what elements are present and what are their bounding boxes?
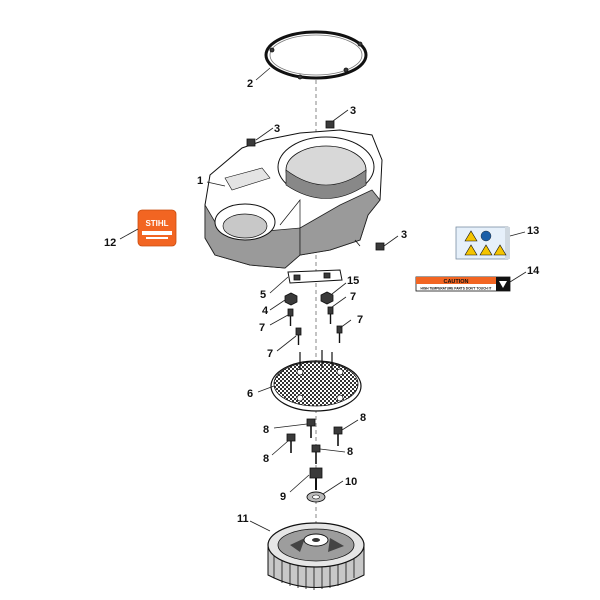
part-stud-7d xyxy=(336,325,343,343)
callout-7c: 7 xyxy=(357,314,363,326)
callout-5: 5 xyxy=(260,289,266,301)
callout-10: 10 xyxy=(345,476,357,488)
callout-15: 15 xyxy=(347,275,359,287)
part-screw-3a xyxy=(246,138,256,147)
callout-3b: 3 xyxy=(350,105,356,117)
part-bolt-8c xyxy=(286,433,296,453)
callout-11: 11 xyxy=(237,513,249,525)
part-bracket xyxy=(287,269,343,284)
callout-7b: 7 xyxy=(259,322,265,334)
callout-2: 2 xyxy=(247,78,253,90)
callout-12: 12 xyxy=(104,237,116,249)
callout-1: 1 xyxy=(197,175,203,187)
callout-13: 13 xyxy=(527,225,539,237)
callout-8c: 8 xyxy=(263,453,269,465)
callout-8b: 8 xyxy=(360,412,366,424)
callout-7d: 7 xyxy=(267,348,273,360)
callout-4: 4 xyxy=(262,305,269,317)
part-nut-4 xyxy=(284,292,298,306)
part-stud-7a xyxy=(287,308,294,326)
part-bolt-8a xyxy=(306,418,316,438)
part-bolt-8b xyxy=(333,426,343,446)
part-stud-7c xyxy=(295,327,302,345)
callout-14: 14 xyxy=(527,265,540,277)
part-nut-15 xyxy=(320,291,334,305)
part-screw-3b xyxy=(325,120,335,129)
part-bolt-8d xyxy=(311,444,321,464)
part-fan-housing xyxy=(204,129,383,269)
part-flywheel xyxy=(267,522,365,590)
callout-9: 9 xyxy=(280,491,286,503)
callout-6: 6 xyxy=(247,388,253,400)
part-rotating-screen xyxy=(270,350,362,412)
part-stud-7b xyxy=(327,306,334,324)
part-decal-warning xyxy=(455,226,510,260)
callout-3a: 3 xyxy=(274,123,280,135)
callout-3c: 3 xyxy=(401,229,407,241)
part-screw-3c xyxy=(375,242,385,251)
callout-7a: 7 xyxy=(350,291,356,303)
callout-numbers: 2 3 3 3 1 12 13 14 5 4 15 7 7 7 7 6 8 8 … xyxy=(104,78,540,525)
part-decal-caution: CAUTION HIGH TEMPERATURE PARTS DON'T TOU… xyxy=(415,276,511,292)
part-seal-ring xyxy=(264,30,368,80)
part-washer xyxy=(306,491,326,503)
part-decal-stihl: STIHL xyxy=(137,209,177,247)
callout-8a: 8 xyxy=(263,424,269,436)
part-centre-bolt xyxy=(309,467,323,490)
decal-caution-heading: CAUTION xyxy=(443,279,468,285)
decal-caution-line: HIGH TEMPERATURE PARTS DON'T TOUCH IT xyxy=(421,287,492,291)
leader-lines xyxy=(119,67,527,532)
callout-8d: 8 xyxy=(347,446,353,458)
decal-stihl-brand: STIHL xyxy=(145,219,168,228)
